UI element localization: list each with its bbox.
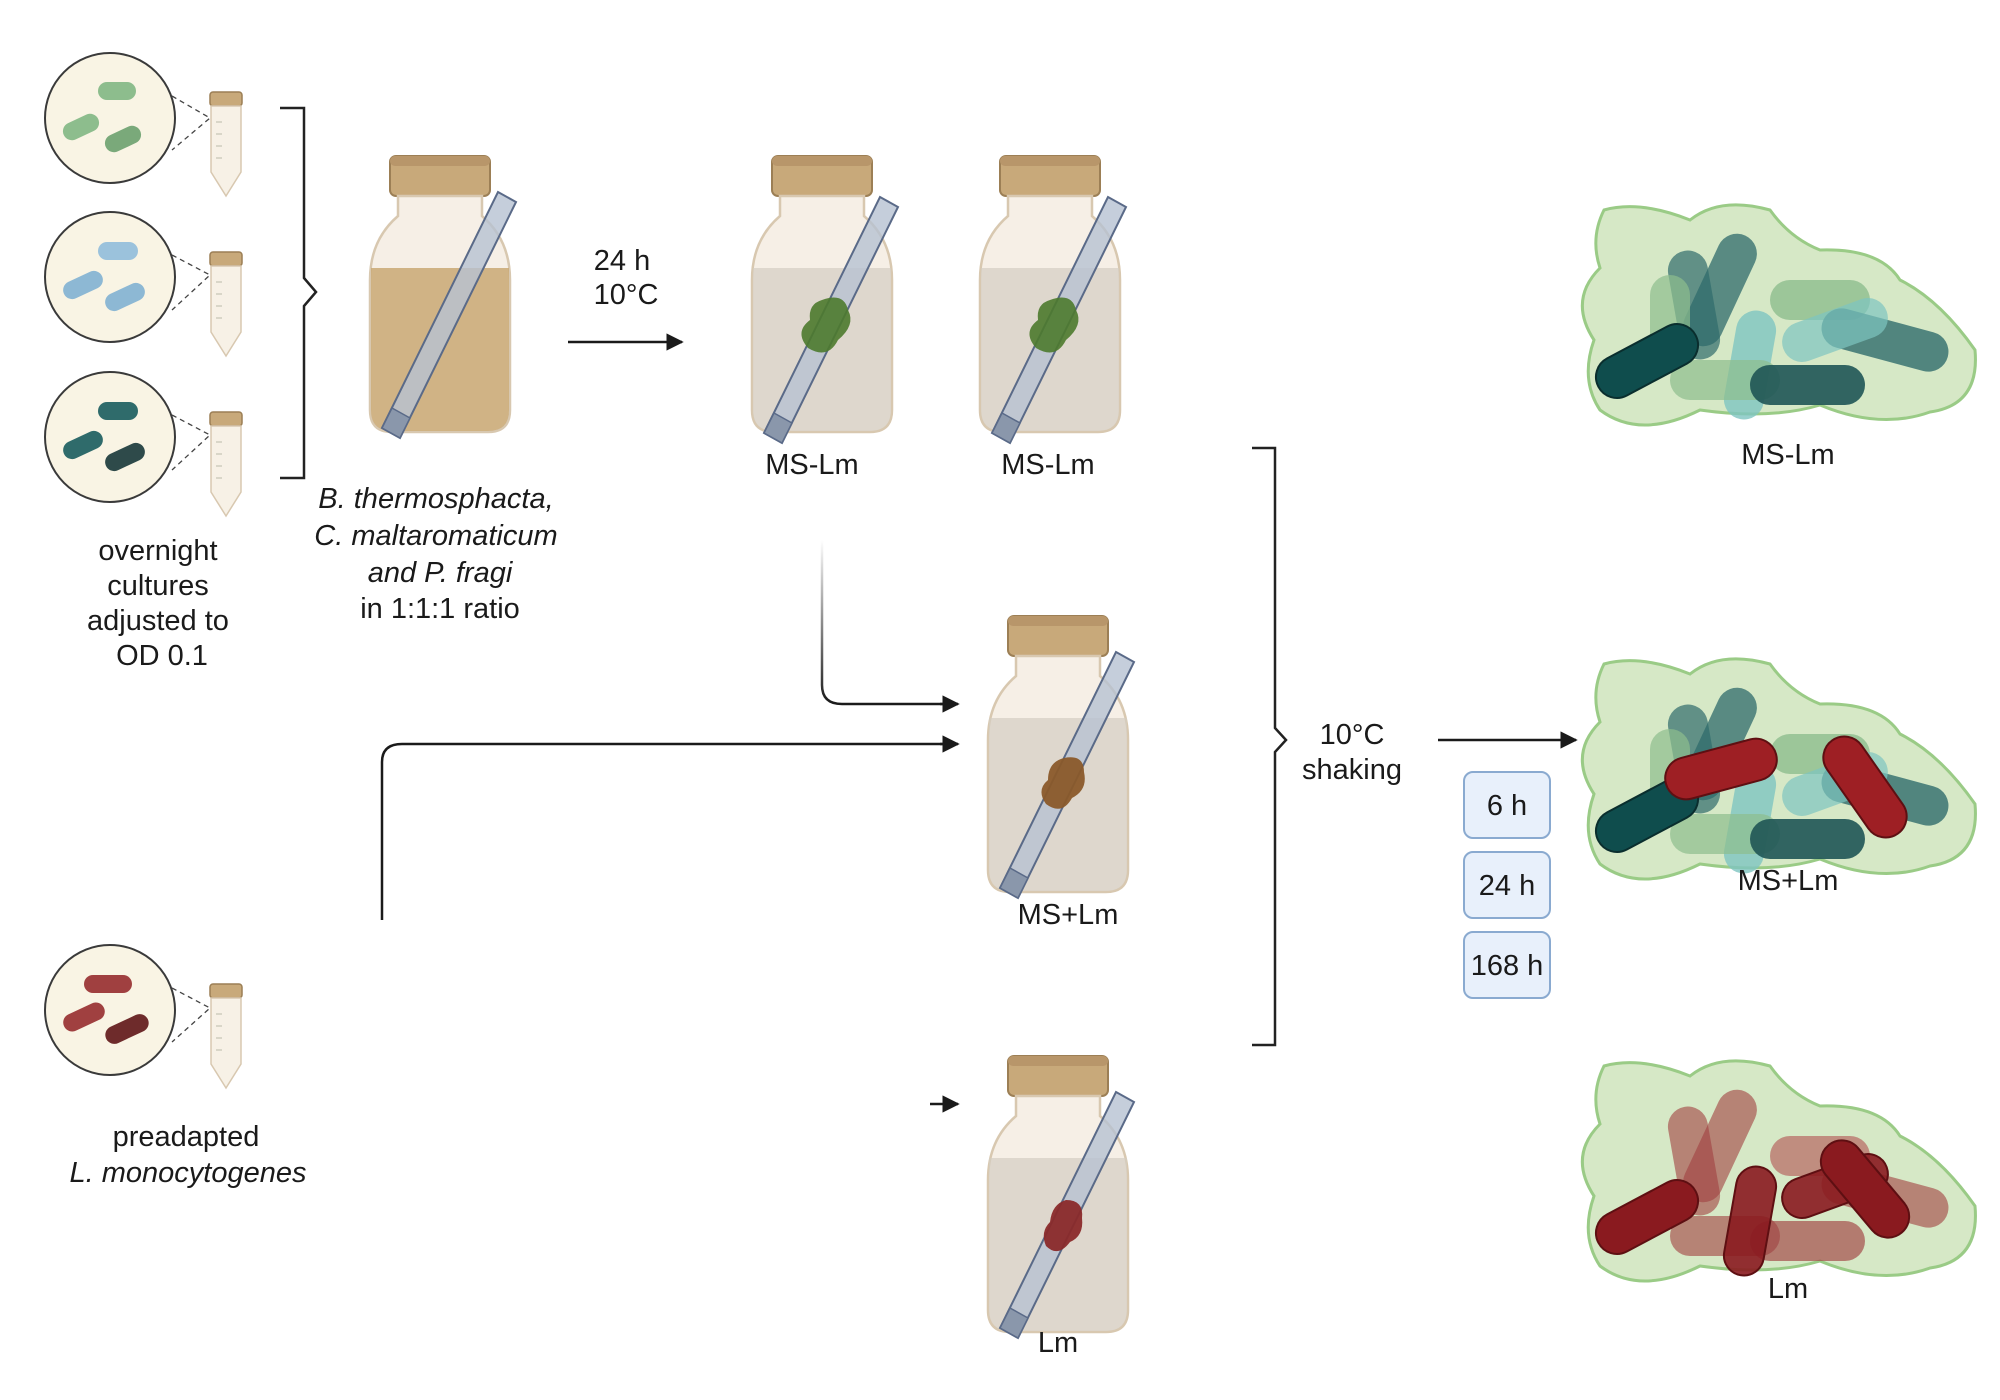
time-box-168h: 168 h <box>1463 931 1551 999</box>
lm-label-plain: preadapted <box>113 1121 260 1153</box>
biofilm-ms-plus-lm-label: MS+Lm <box>1738 865 1839 897</box>
tube-icon <box>209 983 243 1089</box>
incubation-mode: shaking <box>1302 754 1402 786</box>
biofilm-lm-label: Lm <box>1768 1273 1808 1305</box>
incubation-temp: 10°C <box>1320 719 1385 751</box>
dish-teal <box>44 371 176 503</box>
mix-label-italic: B. thermosphacta, C. maltaromaticum and … <box>314 483 565 589</box>
dish-green <box>44 52 176 184</box>
mix-label-ratio: in 1:1:1 ratio <box>360 593 520 625</box>
jar-lm-label: Lm <box>1038 1327 1078 1359</box>
jar-lm <box>986 1054 1135 1339</box>
cultures-label: overnight cultures adjusted to OD 0.1 <box>87 535 237 672</box>
jar-ms-plus-lm <box>986 614 1135 899</box>
biofilm-ms-lm-label: MS-Lm <box>1741 439 1834 471</box>
jar-ms-lm-2-label: MS-Lm <box>1001 449 1094 481</box>
svg-text:6 h: 6 h <box>1487 790 1527 822</box>
bracket-right <box>1252 446 1288 1047</box>
jar-ms-lm-1-label: MS-Lm <box>765 449 858 481</box>
arrow-slide-transfer <box>820 540 955 706</box>
tube-icon <box>209 251 243 357</box>
mix-bottle <box>368 154 517 439</box>
dish-red <box>44 944 176 1076</box>
svg-text:24 h: 24 h <box>1479 870 1535 902</box>
lm-label-italic: L. monocytogenes <box>70 1157 307 1189</box>
tube-icon <box>209 91 243 197</box>
biofilm-ms-plus-lm <box>1580 657 1977 881</box>
tube-icon <box>209 411 243 517</box>
step1-time: 24 h <box>594 245 650 277</box>
time-box-6h: 6 h <box>1463 771 1551 839</box>
svg-text:168 h: 168 h <box>1471 950 1544 982</box>
bracket-left <box>280 106 318 480</box>
biofilm-ms-lm <box>1580 203 1977 427</box>
jar-ms-plus-lm-label: MS+Lm <box>1018 899 1119 931</box>
time-box-24h: 24 h <box>1463 851 1551 919</box>
arrow-lm-to-mixed <box>380 742 955 920</box>
jar-ms-lm-1 <box>750 154 899 444</box>
biofilm-lm <box>1580 1059 1977 1283</box>
dish-blue <box>44 211 176 343</box>
jar-ms-lm-2 <box>978 154 1127 444</box>
step1-temp: 10°C <box>594 279 659 311</box>
